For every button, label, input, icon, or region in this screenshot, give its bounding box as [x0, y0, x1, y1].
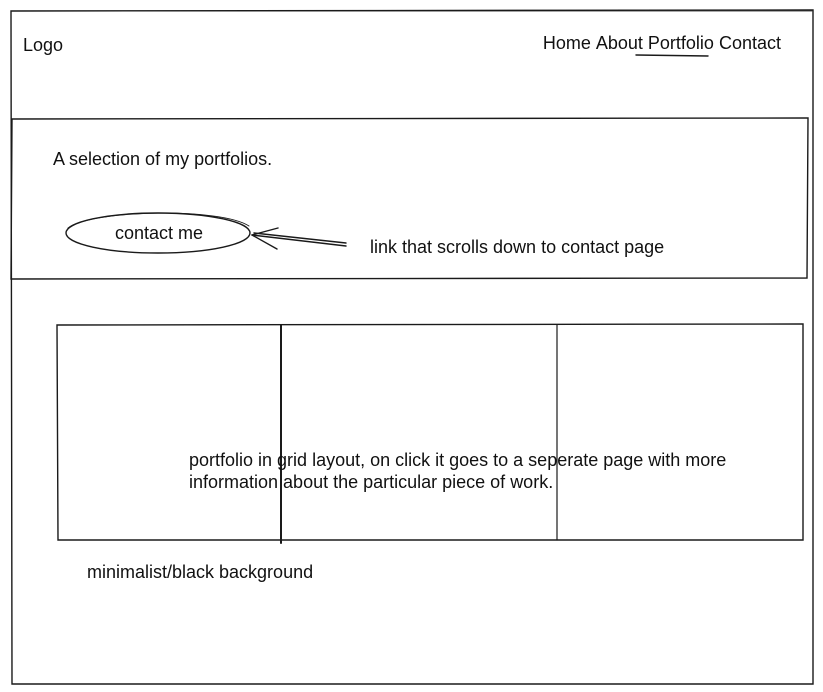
contact-me-button[interactable]: contact me — [114, 222, 204, 243]
nav-home[interactable]: Home — [542, 33, 591, 53]
nav-about[interactable]: About — [595, 33, 643, 53]
portfolio-tile-1[interactable] — [58, 325, 281, 540]
arrow — [251, 234, 347, 247]
nav-contact[interactable]: Contact — [718, 33, 781, 53]
portfolio-tile-2[interactable] — [282, 325, 557, 540]
portfolio-tile-3[interactable] — [558, 325, 803, 540]
nav-portfolio[interactable]: Portfolio — [647, 33, 714, 53]
main-nav: Home About Portfolio Contact — [543, 32, 781, 54]
grid-annotation: portfolio in grid layout, on click it go… — [189, 449, 726, 493]
contact-link-annotation: link that scrolls down to contact page — [370, 237, 665, 257]
grid-annotation-line-1: portfolio in grid layout, on click it go… — [189, 450, 727, 470]
logo[interactable]: Logo — [23, 35, 64, 55]
active-nav-underline — [635, 54, 709, 57]
background-note: minimalist/black background — [87, 562, 314, 582]
grid-annotation-line-2: information about the particular piece o… — [189, 472, 554, 492]
hero-text: A selection of my portfolios. — [53, 149, 273, 169]
